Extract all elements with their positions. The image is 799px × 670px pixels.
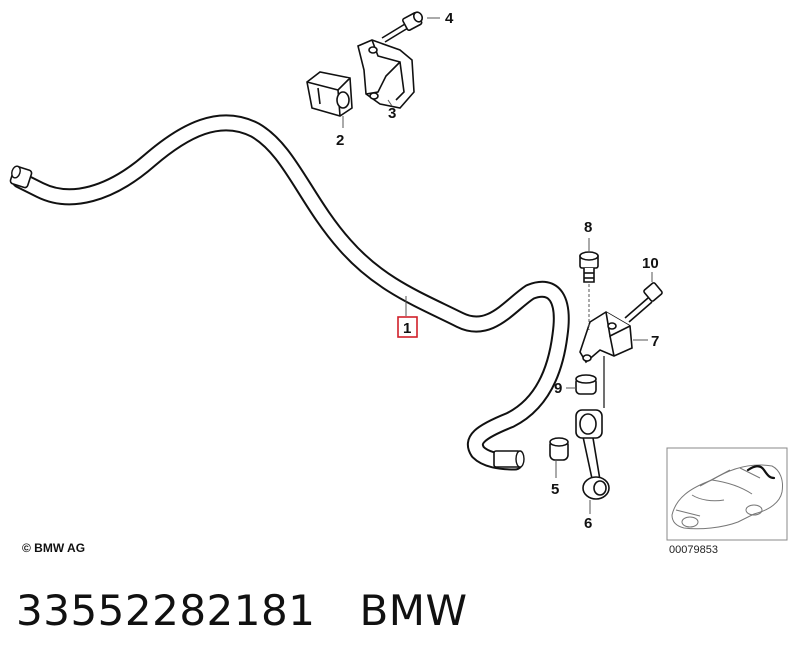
callout-5[interactable]: 5 [551, 481, 559, 498]
callout-3[interactable]: 3 [388, 105, 396, 122]
stabilizer-bar[interactable] [9, 114, 570, 471]
rubber-bushing-9[interactable] [575, 374, 597, 395]
callout-9[interactable]: 9 [554, 380, 562, 397]
link-bracket-7[interactable] [579, 311, 633, 364]
rubber-bushing-5[interactable] [549, 437, 569, 461]
locator-thumbnail[interactable] [666, 447, 788, 541]
callout-7[interactable]: 7 [651, 333, 659, 350]
bolt-10[interactable] [624, 282, 663, 323]
car-outline-icon [671, 464, 783, 530]
callout-6[interactable]: 6 [584, 515, 592, 532]
brand-name: BMW [359, 586, 468, 635]
part-caption: 33552282181 BMW [16, 586, 468, 642]
callout-4[interactable]: 4 [445, 10, 454, 27]
leader-lines [342, 17, 653, 514]
callout-8[interactable]: 8 [584, 219, 592, 236]
stabilizer-bracket[interactable] [357, 39, 415, 109]
callouts: 1 2 3 4 5 6 7 8 9 10 [336, 10, 659, 532]
stabilizer-link[interactable] [575, 356, 610, 500]
hex-bolt-8[interactable] [579, 251, 599, 283]
drawing-number: 00079853 [669, 544, 718, 556]
bolt-4[interactable] [381, 11, 424, 43]
rubber-mounting[interactable] [306, 71, 353, 117]
callout-highlight-box [397, 316, 418, 338]
part-number: 33552282181 [16, 586, 316, 635]
callout-2[interactable]: 2 [336, 132, 344, 149]
copyright-text: © BMW AG [22, 541, 85, 555]
callout-1[interactable]: 1 [403, 320, 411, 337]
stabilizer-location-marker [746, 465, 776, 480]
callout-10[interactable]: 10 [642, 255, 659, 272]
